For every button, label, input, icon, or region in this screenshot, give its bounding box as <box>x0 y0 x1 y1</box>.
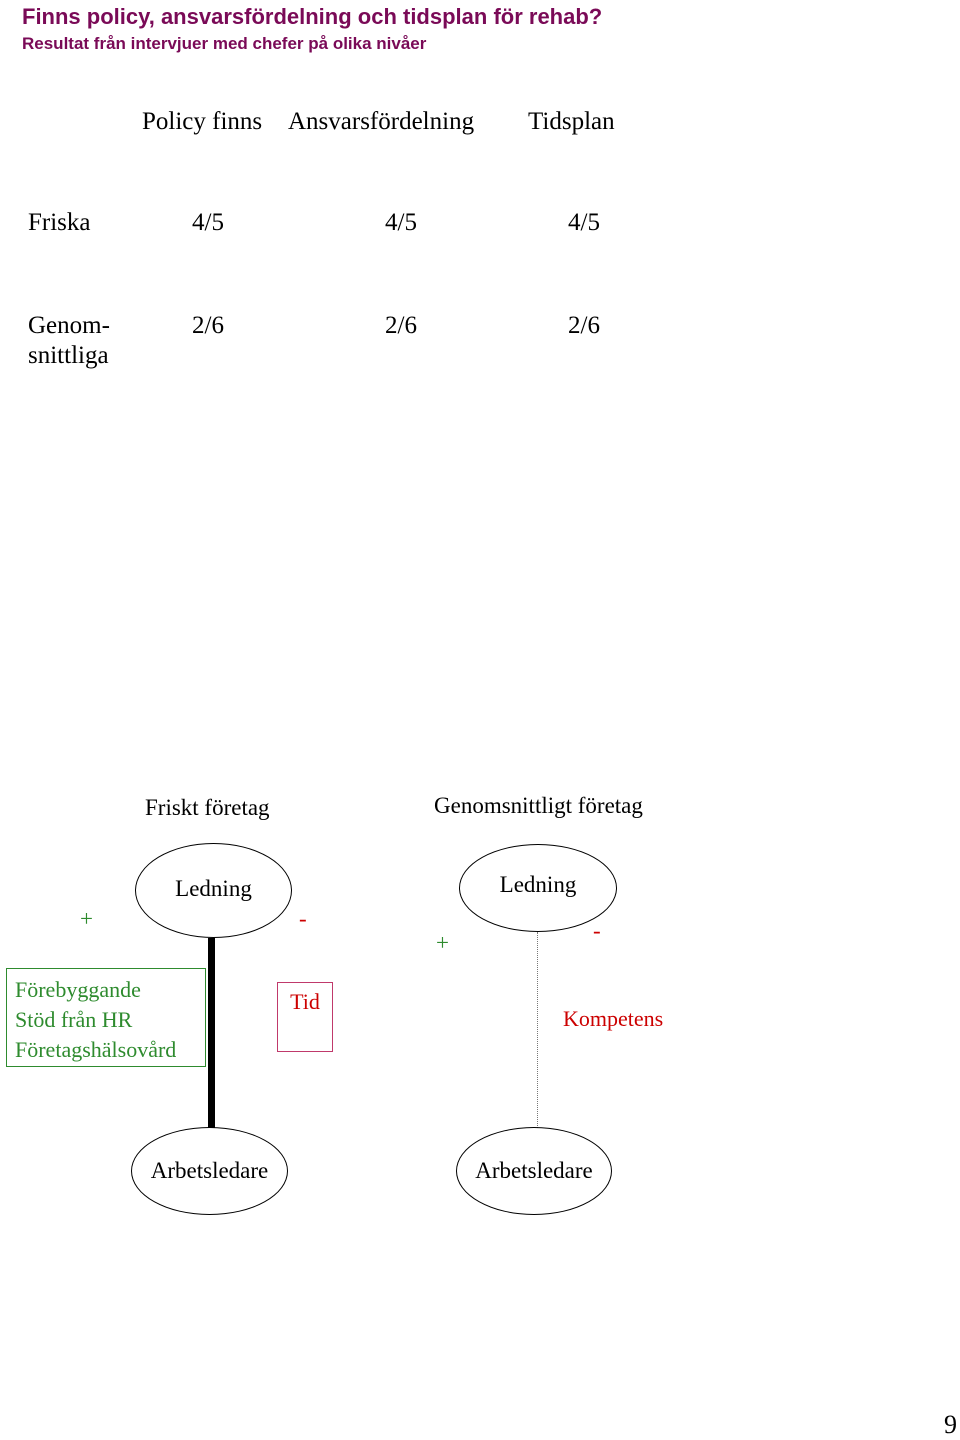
table-cell: 4/5 <box>385 209 417 236</box>
row-label-healthy: Friska <box>28 209 91 236</box>
node-label: Arbetsledare <box>150 1158 269 1183</box>
node-supervisor: Arbetsledare <box>131 1127 288 1215</box>
column-header-policy: Policy finns <box>142 108 263 135</box>
node-label: Ledning <box>175 875 252 901</box>
diagram-heading: Genomsnittligt företag <box>434 793 643 818</box>
minus-sign: - <box>593 918 601 943</box>
node-supervisor: Arbetsledare <box>456 1127 612 1215</box>
factor-item: Företagshälsovård <box>15 1037 177 1062</box>
row-label-average: Genom- <box>28 312 110 339</box>
factor-item: Förebyggande <box>15 977 141 1002</box>
table-cell: 4/5 <box>568 209 600 236</box>
node-label: Arbetsledare <box>475 1158 593 1183</box>
table-cell: 2/6 <box>192 312 224 339</box>
minus-sign: - <box>299 906 307 931</box>
node-label: Ledning <box>499 872 577 897</box>
column-header-responsibility: Ansvarsfördelning <box>288 108 475 135</box>
positive-factors-box: Förebyggande Stöd från HR Företagshälsov… <box>6 968 206 1067</box>
table-cell: 2/6 <box>568 312 600 339</box>
negative-factor-label: Kompetens <box>563 1006 664 1031</box>
factor-item: Tid <box>290 989 320 1014</box>
page-subtitle: Resultat från intervjuer med chefer på o… <box>22 34 427 53</box>
node-management: Ledning <box>135 843 292 938</box>
column-header-schedule: Tidsplan <box>528 108 615 135</box>
plus-sign: + <box>436 930 449 955</box>
table-cell: 4/5 <box>192 209 224 236</box>
connector-line-strong <box>208 938 215 1128</box>
node-management: Ledning <box>459 844 617 932</box>
negative-factors-box: Tid <box>277 982 333 1052</box>
factor-item: Stöd från HR <box>15 1007 133 1032</box>
plus-sign: + <box>80 906 93 931</box>
connector-line-weak <box>537 932 538 1128</box>
diagram-heading: Friskt företag <box>145 795 270 820</box>
page-title: Finns policy, ansvarsfördelning och tids… <box>22 4 603 29</box>
table-cell: 2/6 <box>385 312 417 339</box>
row-label-average-line2: snittliga <box>28 342 109 369</box>
page-number: 9 <box>944 1410 957 1439</box>
